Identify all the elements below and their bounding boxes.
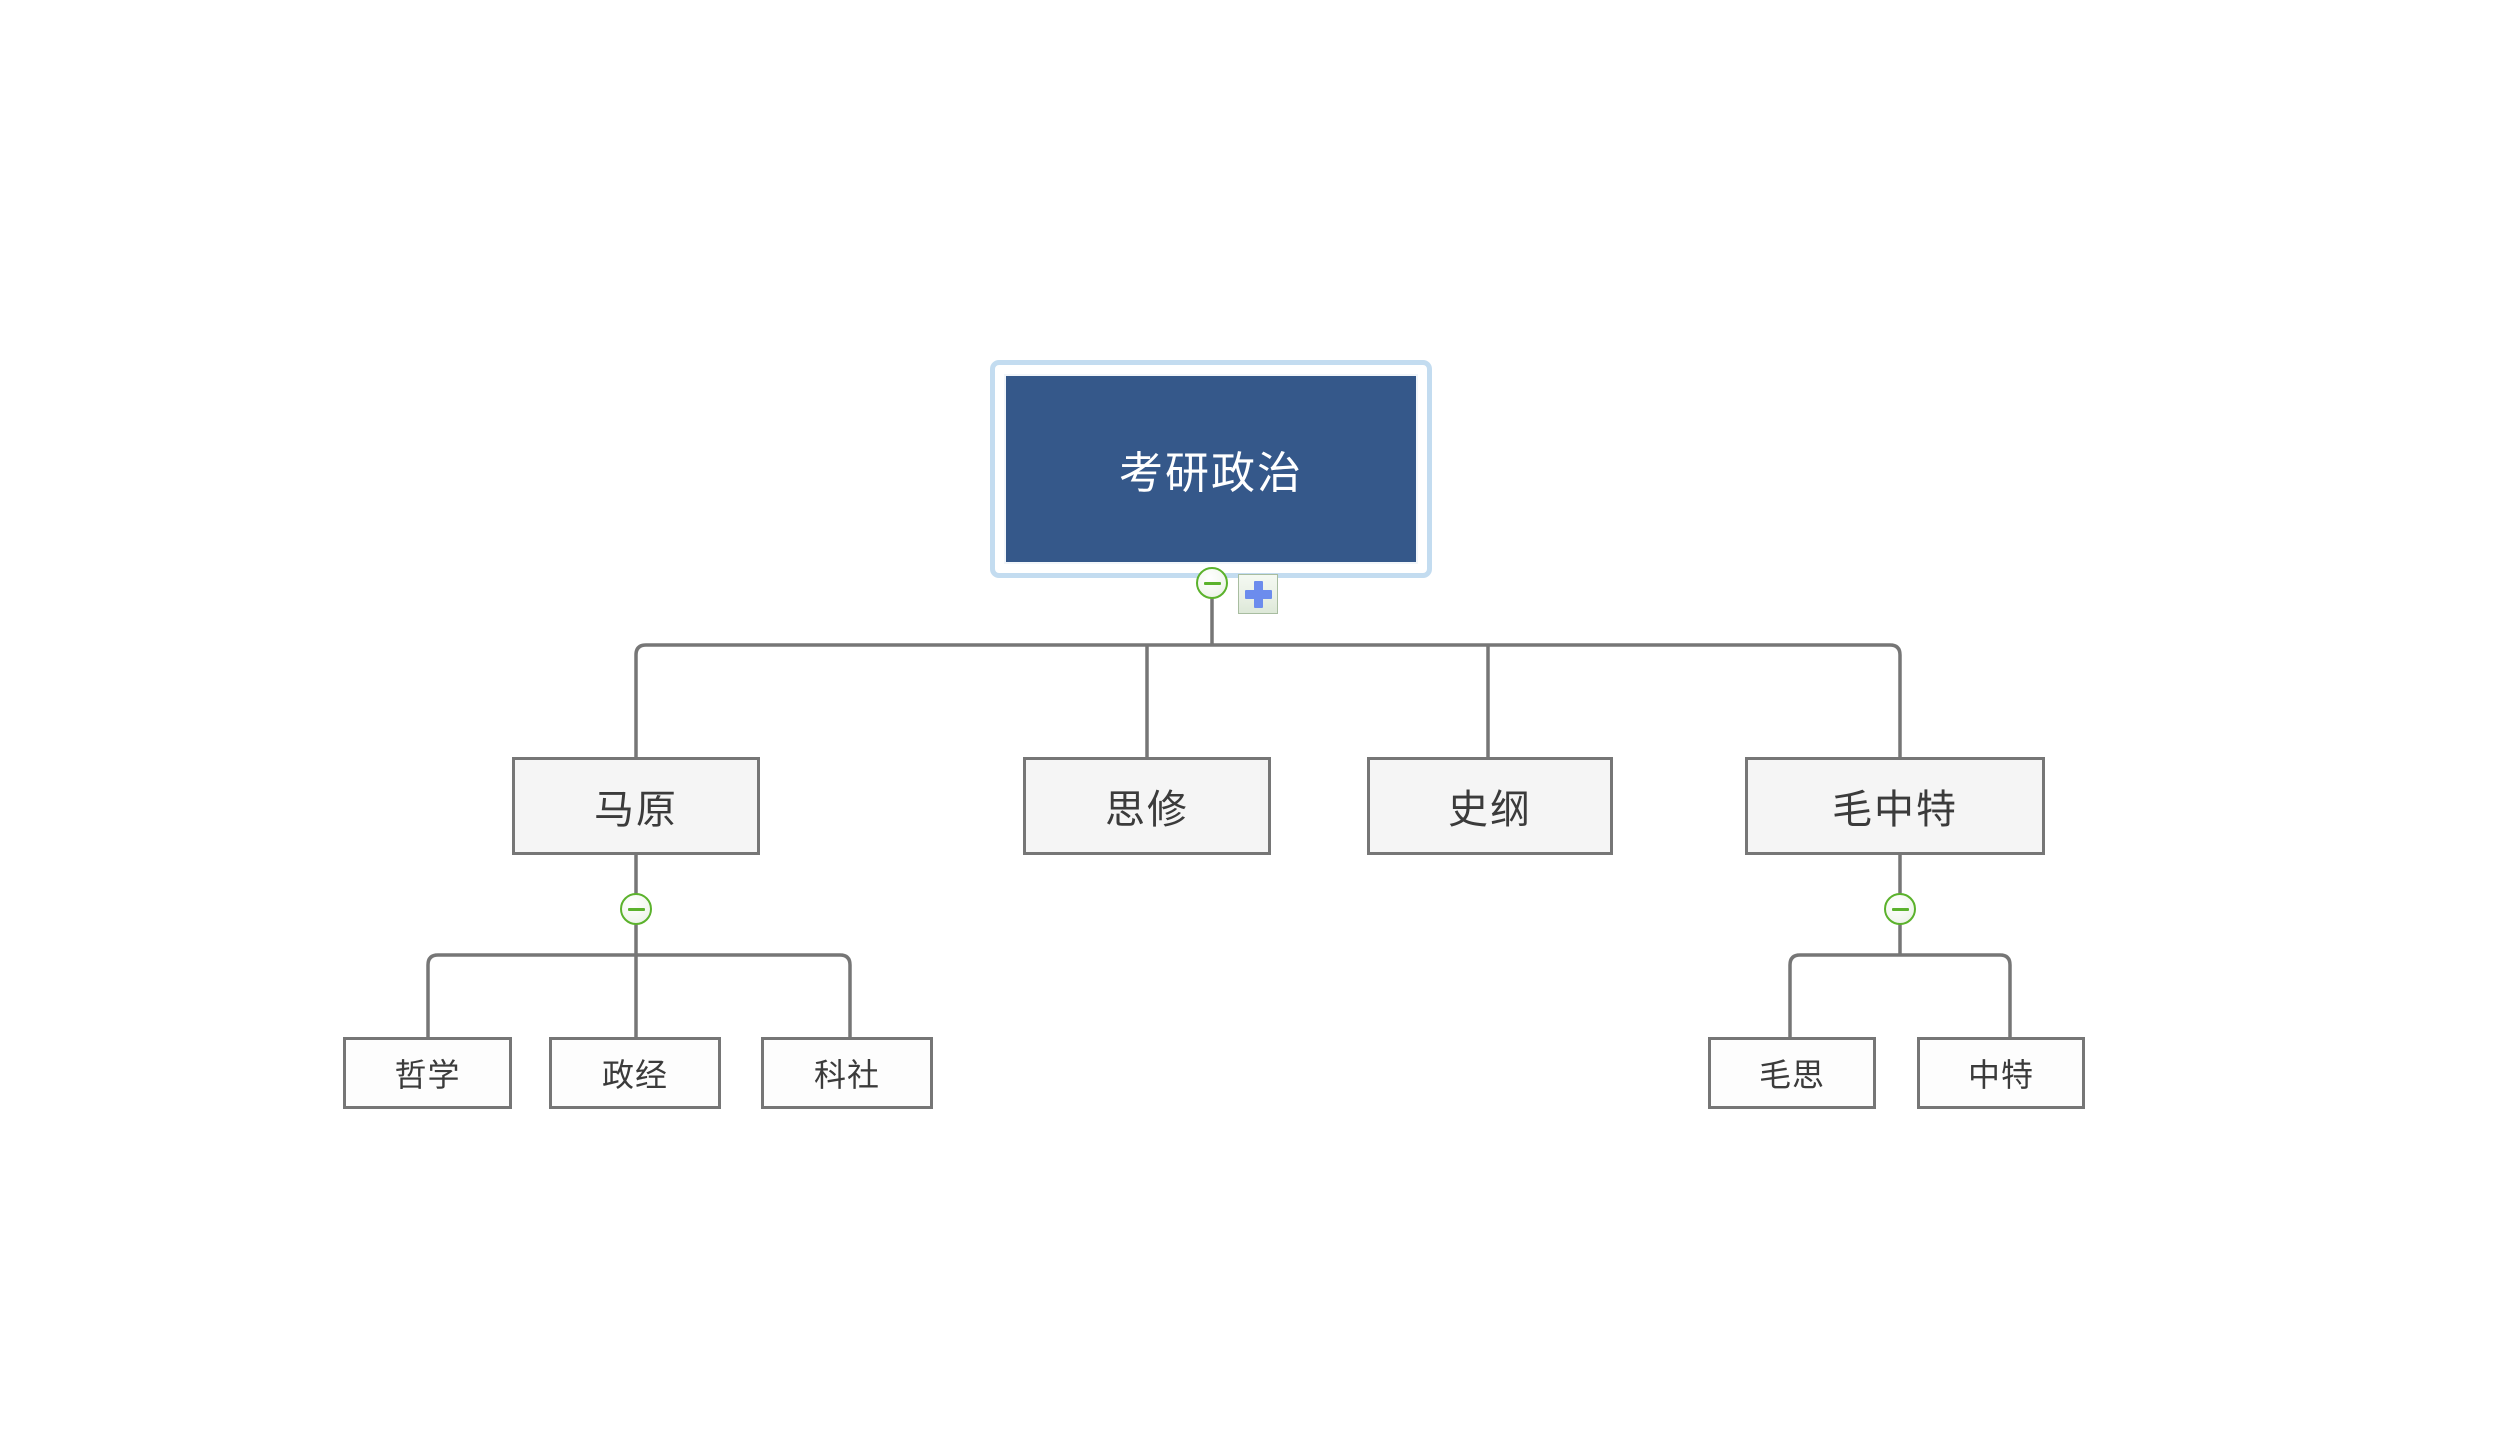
collapse-handle-maozhongte[interactable]	[1884, 893, 1916, 925]
node-leaf-zhongte-label: 中特	[1967, 1057, 2034, 1093]
node-branch-sixiu[interactable]: 思修	[1023, 757, 1271, 855]
node-leaf-zhengjing-label: 政经	[601, 1057, 668, 1093]
node-leaf-keshe[interactable]: 科社	[761, 1037, 933, 1109]
connector-maozhongte-bus	[1788, 953, 2012, 1037]
node-branch-shigang-label: 史纲	[1448, 788, 1532, 832]
minus-circle-icon	[1891, 907, 1909, 911]
node-branch-shigang[interactable]: 史纲	[1367, 757, 1613, 855]
collapse-handle-root[interactable]	[1196, 567, 1228, 599]
node-leaf-maosi-label: 毛思	[1758, 1057, 1825, 1093]
node-branch-maozhongte-label: 毛中特	[1832, 788, 1958, 832]
node-leaf-zhongte[interactable]: 中特	[1917, 1037, 2085, 1109]
node-leaf-zhexue[interactable]: 哲学	[343, 1037, 512, 1109]
collapse-handle-mayuan[interactable]	[620, 893, 652, 925]
node-leaf-keshe-label: 科社	[813, 1057, 880, 1093]
minus-circle-icon	[1203, 581, 1221, 585]
node-branch-mayuan[interactable]: 马原	[512, 757, 760, 855]
minus-circle-icon	[627, 907, 645, 911]
node-root[interactable]: 考研政治	[1004, 374, 1418, 564]
node-root-label: 考研政治	[1119, 449, 1303, 498]
plus-icon-bar	[1244, 589, 1272, 599]
connector-mayuan-bus	[426, 953, 852, 1037]
node-leaf-zhengjing[interactable]: 政经	[549, 1037, 721, 1109]
node-leaf-maosi[interactable]: 毛思	[1708, 1037, 1876, 1109]
add-node-button[interactable]	[1238, 574, 1278, 614]
node-branch-maozhongte[interactable]: 毛中特	[1745, 757, 2045, 855]
node-branch-sixiu-label: 思修	[1105, 788, 1189, 832]
connector-level1-bus	[634, 643, 1902, 757]
node-leaf-zhexue-label: 哲学	[394, 1057, 461, 1093]
node-branch-mayuan-label: 马原	[594, 788, 678, 832]
